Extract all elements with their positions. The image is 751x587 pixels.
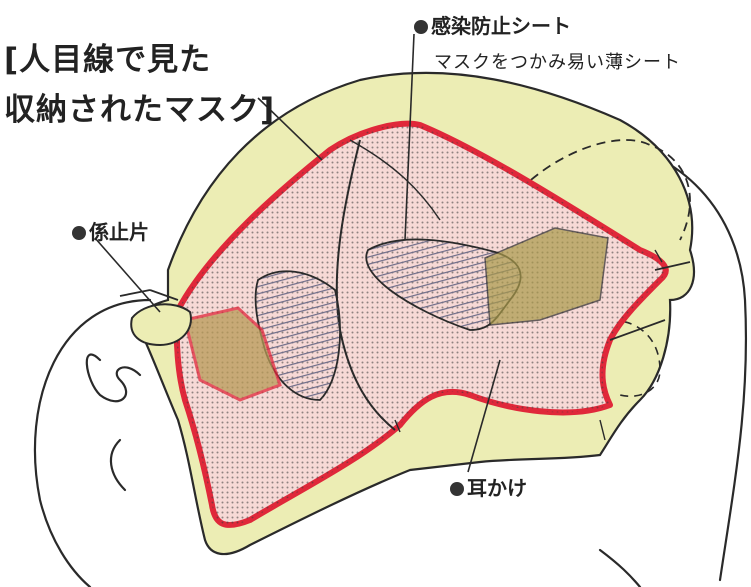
label-text: 耳かけ	[467, 476, 527, 500]
title-line-1: [人目線で見た	[4, 34, 211, 79]
label-ear-loop: 耳かけ	[450, 472, 527, 501]
label-text: 感染防止シート	[431, 14, 571, 38]
bullet-dot-icon	[450, 482, 464, 496]
label-anti-infection-sheet: 感染防止シート	[414, 10, 571, 39]
label-anti-infection-sheet-desc: マスクをつかみ易い薄シート	[434, 48, 681, 74]
label-text: 係止片	[89, 220, 149, 244]
bullet-dot-icon	[72, 226, 86, 240]
bullet-dot-icon	[414, 20, 428, 34]
label-locking-piece: 係止片	[72, 216, 149, 245]
title-line-2: 収納されたマスク]	[4, 84, 275, 129]
